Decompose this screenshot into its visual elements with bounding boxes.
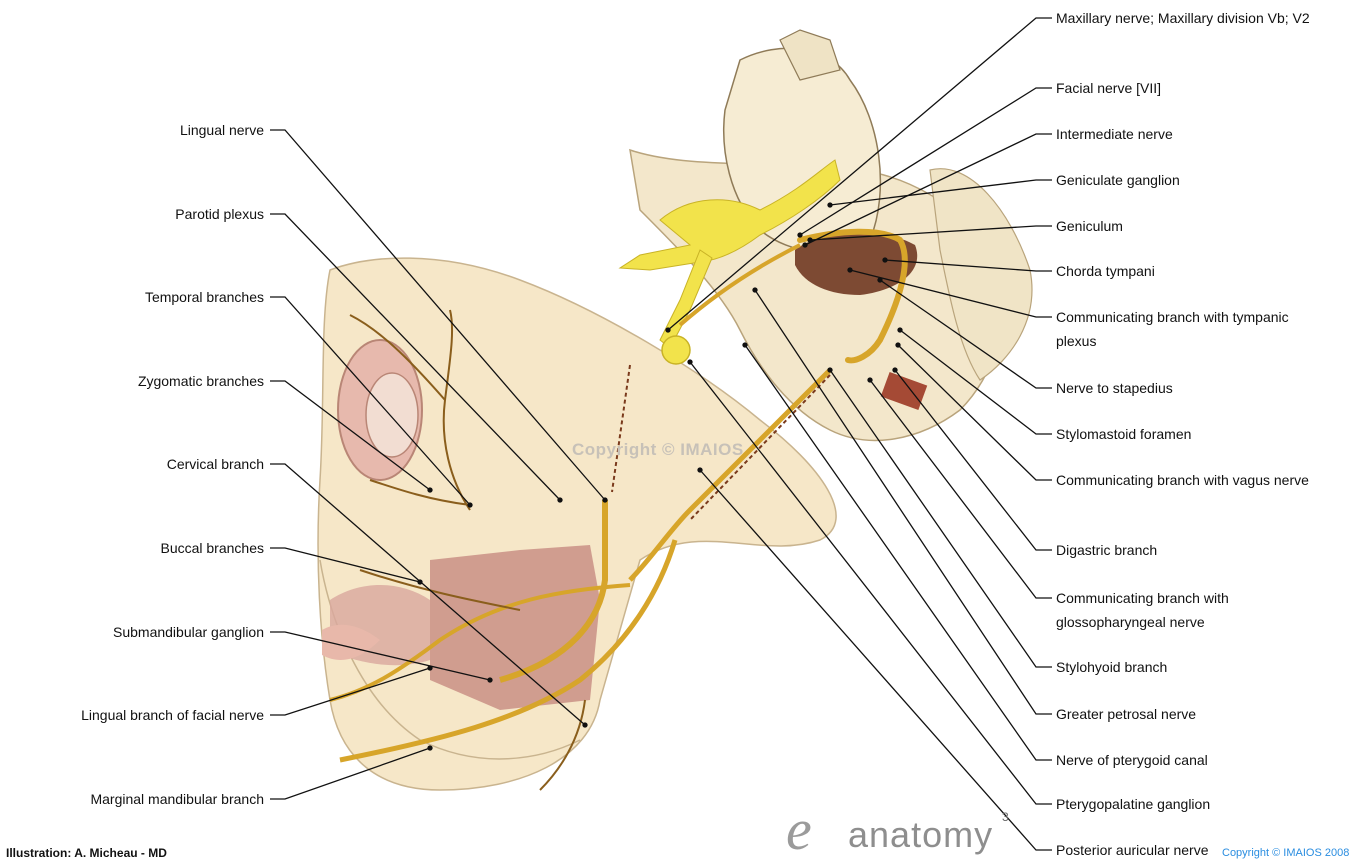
- leader-dot-parotid-plexus: [558, 498, 562, 502]
- leader-dot-facial-nerve: [798, 233, 802, 237]
- leader-dot-greater-petrosal: [753, 288, 757, 292]
- label-cervical-branch: Cervical branch: [167, 452, 264, 476]
- label-zygomatic-branches: Zygomatic branches: [138, 369, 264, 393]
- leader-dot-stylohyoid-branch: [828, 368, 832, 372]
- label-greater-petrosal: Greater petrosal nerve: [1056, 702, 1196, 726]
- label-stylohyoid-branch: Stylohyoid branch: [1056, 655, 1167, 679]
- label-chorda-tympani: Chorda tympani: [1056, 259, 1155, 283]
- label-intermediate-nerve: Intermediate nerve: [1056, 122, 1173, 146]
- label-digastric-branch: Digastric branch: [1056, 538, 1157, 562]
- label-buccal-branches: Buccal branches: [160, 536, 264, 560]
- label-marginal-mandibular: Marginal mandibular branch: [90, 787, 264, 811]
- label-comm-tympanic: Communicating branch with tympanic plexu…: [1056, 305, 1316, 353]
- label-lingual-nerve: Lingual nerve: [180, 118, 264, 142]
- leader-dot-pterygoid-canal: [743, 343, 747, 347]
- leader-dot-posterior-auricular: [698, 468, 702, 472]
- leader-dot-maxillary-nerve: [666, 328, 670, 332]
- leader-dot-intermediate-nerve: [803, 243, 807, 247]
- leader-dot-chorda-tympani: [883, 258, 887, 262]
- label-lingual-branch-facial: Lingual branch of facial nerve: [81, 703, 264, 727]
- leader-dot-submandibular-ganglion: [488, 678, 492, 682]
- leader-dot-zygomatic-branches: [428, 488, 432, 492]
- label-pterygopalatine-ganglion: Pterygopalatine ganglion: [1056, 792, 1210, 816]
- brand-logo-text: anatomy: [848, 814, 993, 856]
- brand-logo-superscript: 3: [1002, 810, 1009, 824]
- label-submandibular-ganglion: Submandibular ganglion: [113, 620, 264, 644]
- leader-dot-comm-glossopharyngeal: [868, 378, 872, 382]
- leader-dot-stylomastoid-foramen: [898, 328, 902, 332]
- leader-dot-comm-vagus: [896, 343, 900, 347]
- leader-dot-pterygopalatine-ganglion: [688, 360, 692, 364]
- copyright-watermark: Copyright © IMAIOS: [572, 440, 744, 460]
- label-temporal-branches: Temporal branches: [145, 285, 264, 309]
- label-geniculate-ganglion: Geniculate ganglion: [1056, 168, 1180, 192]
- corner-copyright: Copyright © IMAIOS 2008: [1222, 847, 1349, 859]
- label-maxillary-nerve: Maxillary nerve; Maxillary division Vb; …: [1056, 6, 1341, 30]
- leader-dot-marginal-mandibular: [428, 746, 432, 750]
- label-nerve-to-stapedius: Nerve to stapedius: [1056, 376, 1173, 400]
- label-stylomastoid-foramen: Stylomastoid foramen: [1056, 422, 1191, 446]
- label-geniculum: Geniculum: [1056, 214, 1123, 238]
- leader-dot-lingual-nerve: [603, 498, 607, 502]
- pterygopalatine-ganglion-shape: [662, 336, 690, 364]
- leader-dot-geniculate-ganglion: [828, 203, 832, 207]
- label-pterygoid-canal: Nerve of pterygoid canal: [1056, 748, 1208, 772]
- label-comm-vagus: Communicating branch with vagus nerve: [1056, 468, 1346, 492]
- leader-dot-geniculum: [808, 238, 812, 242]
- illustration-credit: Illustration: A. Micheau - MD: [6, 846, 167, 860]
- leader-dot-nerve-to-stapedius: [878, 278, 882, 282]
- label-facial-nerve: Facial nerve [VII]: [1056, 76, 1161, 100]
- leader-dot-buccal-branches: [418, 580, 422, 584]
- leader-dot-comm-tympanic: [848, 268, 852, 272]
- label-parotid-plexus: Parotid plexus: [175, 202, 264, 226]
- brand-logo-mark: e: [786, 800, 812, 860]
- leader-dot-digastric-branch: [893, 368, 897, 372]
- leader-dot-lingual-branch-facial: [428, 666, 432, 670]
- label-comm-glossopharyngeal: Communicating branch with glossopharynge…: [1056, 586, 1316, 634]
- label-posterior-auricular: Posterior auricular nerve: [1056, 838, 1209, 862]
- eye-inner: [366, 373, 418, 457]
- leader-dot-cervical-branch: [583, 723, 587, 727]
- leader-dot-temporal-branches: [468, 503, 472, 507]
